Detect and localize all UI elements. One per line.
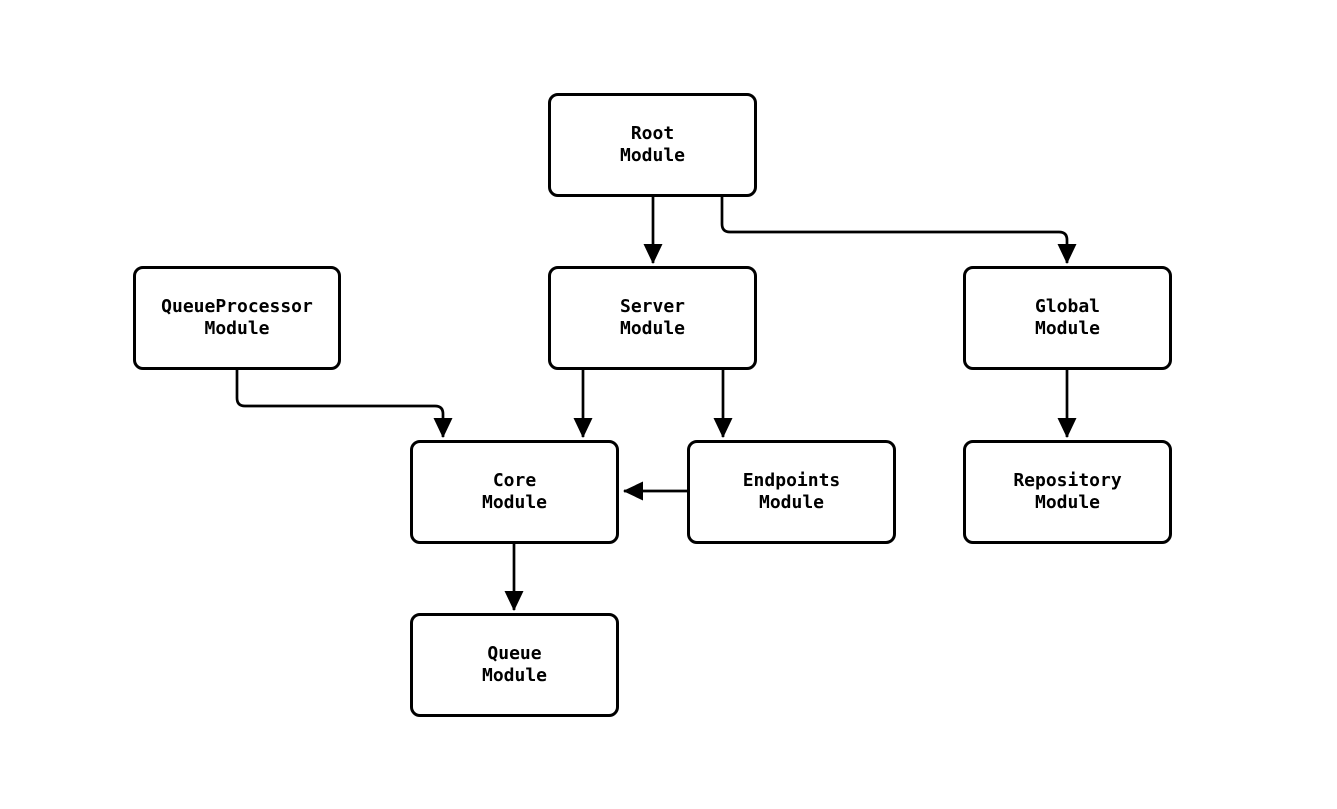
- node-endpoints-label-line: Endpoints: [742, 470, 841, 491]
- edge-queueprocessor-to-core: [235, 370, 453, 438]
- node-endpoints-label-line: Module: [758, 492, 825, 513]
- node-root-label-line: Root: [630, 123, 675, 144]
- node-core-label-line: Core: [492, 470, 537, 491]
- edge-root-to-global: [720, 197, 1077, 264]
- node-root-label-line: Module: [619, 145, 686, 166]
- node-repository-label-line: Module: [1034, 492, 1101, 513]
- node-global-label-line: Global: [1034, 296, 1101, 317]
- node-queueprocessor-label-line: QueueProcessor: [161, 296, 313, 317]
- node-repository-label-line: Repository: [1013, 470, 1122, 491]
- node-core-label-line: Module: [481, 492, 548, 513]
- node-server-label-line: Server: [619, 296, 686, 317]
- node-server-label-line: Module: [619, 318, 686, 339]
- node-queue-label-line: Module: [481, 665, 548, 686]
- node-queueprocessor-label-line: Module: [204, 318, 270, 339]
- node-queue-label-line: Queue: [487, 643, 542, 664]
- node-global-label-line: Module: [1034, 318, 1101, 339]
